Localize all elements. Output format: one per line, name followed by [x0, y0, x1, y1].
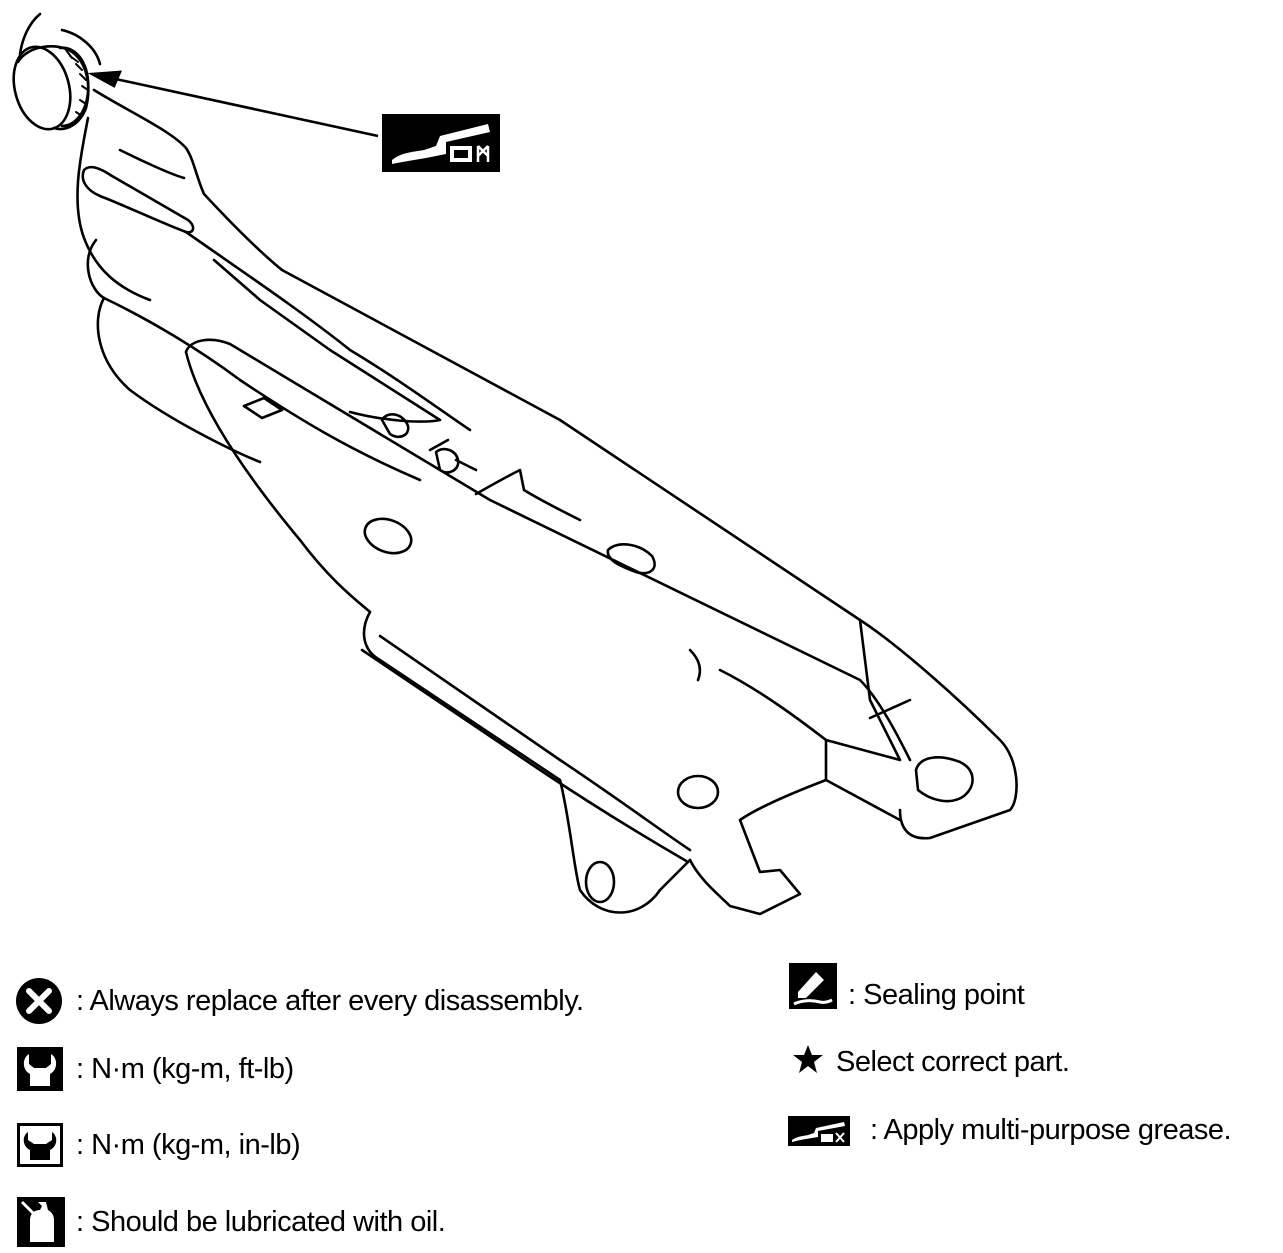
legend-torque-ftlb: : N·m (kg-m, ft-lb): [16, 1046, 294, 1092]
legend-torque-inlb: : N·m (kg-m, in-lb): [16, 1122, 301, 1168]
legend-sealing-text: : Sealing point: [848, 978, 1025, 1011]
legend-grease-text: : Apply multi-purpose grease.: [870, 1113, 1232, 1146]
grease-callout-icon: [382, 114, 500, 172]
sealing-point-icon: [789, 963, 837, 1009]
oil-can-icon: [17, 1197, 65, 1247]
legend-grease: : Apply multi-purpose grease.: [788, 1112, 1232, 1148]
legend-select-part-text: Select correct part.: [836, 1046, 1070, 1078]
legend-sealing: : Sealing point: [788, 962, 1025, 1011]
legend-oil: : Should be lubricated with oil.: [16, 1196, 446, 1248]
legend-torque-ftlb-text: : N·m (kg-m, ft-lb): [76, 1052, 294, 1085]
replace-x-icon: [16, 978, 62, 1024]
legend-oil-text: : Should be lubricated with oil.: [76, 1205, 446, 1238]
hinge-diagram: [12, 12, 1018, 916]
wrench-torque-small-icon: [17, 1123, 63, 1167]
legend-select-part: Select correct part.: [792, 1040, 1070, 1078]
legend-torque-inlb-text: : N·m (kg-m, in-lb): [76, 1128, 301, 1161]
hinge-pin: [12, 45, 90, 131]
star-icon: [793, 1044, 823, 1073]
grease-gun-icon: [788, 1116, 850, 1146]
wrench-torque-icon: [17, 1047, 63, 1091]
grease-leader-arrow: [87, 70, 379, 138]
legend-replace: : Always replace after every disassembly…: [14, 976, 584, 1026]
legend-replace-text: : Always replace after every disassembly…: [76, 984, 584, 1017]
